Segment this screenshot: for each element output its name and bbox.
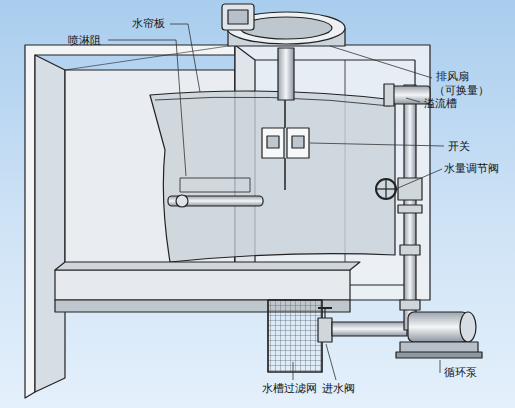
part-label: 溢流槽	[424, 97, 457, 110]
leader-lines	[108, 24, 444, 380]
part-note: （可换量）	[434, 84, 489, 97]
part-label: 水槽过滤网	[262, 382, 317, 395]
part-label: 水量调节阀	[444, 162, 499, 175]
part-label: 开关	[448, 140, 470, 153]
part-label: 喷淋阻	[68, 34, 101, 47]
part-label: 排风扇	[436, 70, 469, 83]
part-label: 进水阀	[322, 382, 355, 395]
part-label: 循环泵	[444, 366, 477, 379]
part-label: 水帘板	[132, 17, 165, 30]
